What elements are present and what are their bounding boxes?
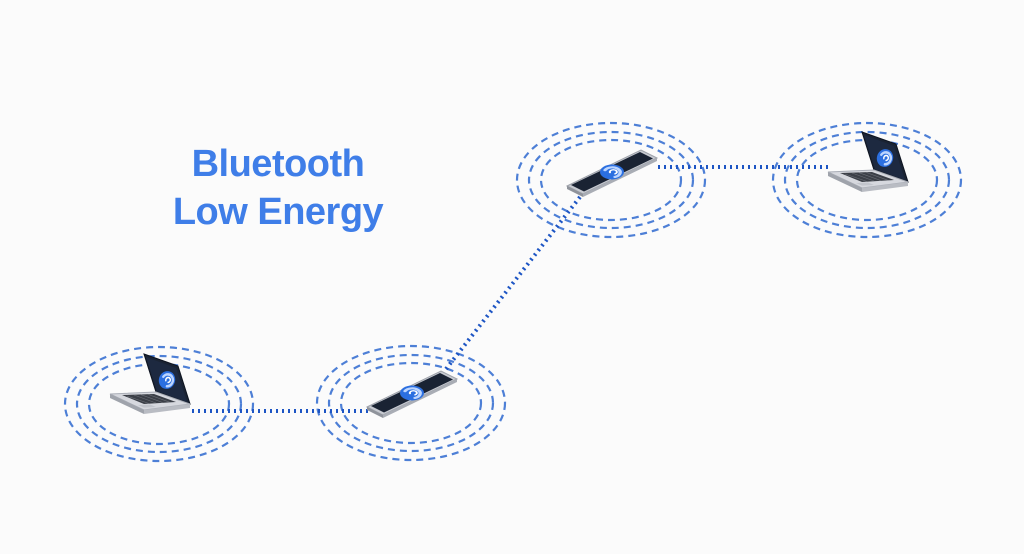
link-phone-to-phone — [444, 195, 582, 371]
phone-icon — [365, 369, 459, 420]
laptop-icon — [826, 130, 910, 194]
diagram-title: Bluetooth Low Energy — [150, 140, 406, 236]
title-line-2: Low Energy — [172, 191, 384, 233]
phone-icon — [565, 148, 659, 199]
title-line-1: Bluetooth — [191, 143, 365, 185]
laptop-icon — [108, 352, 192, 416]
